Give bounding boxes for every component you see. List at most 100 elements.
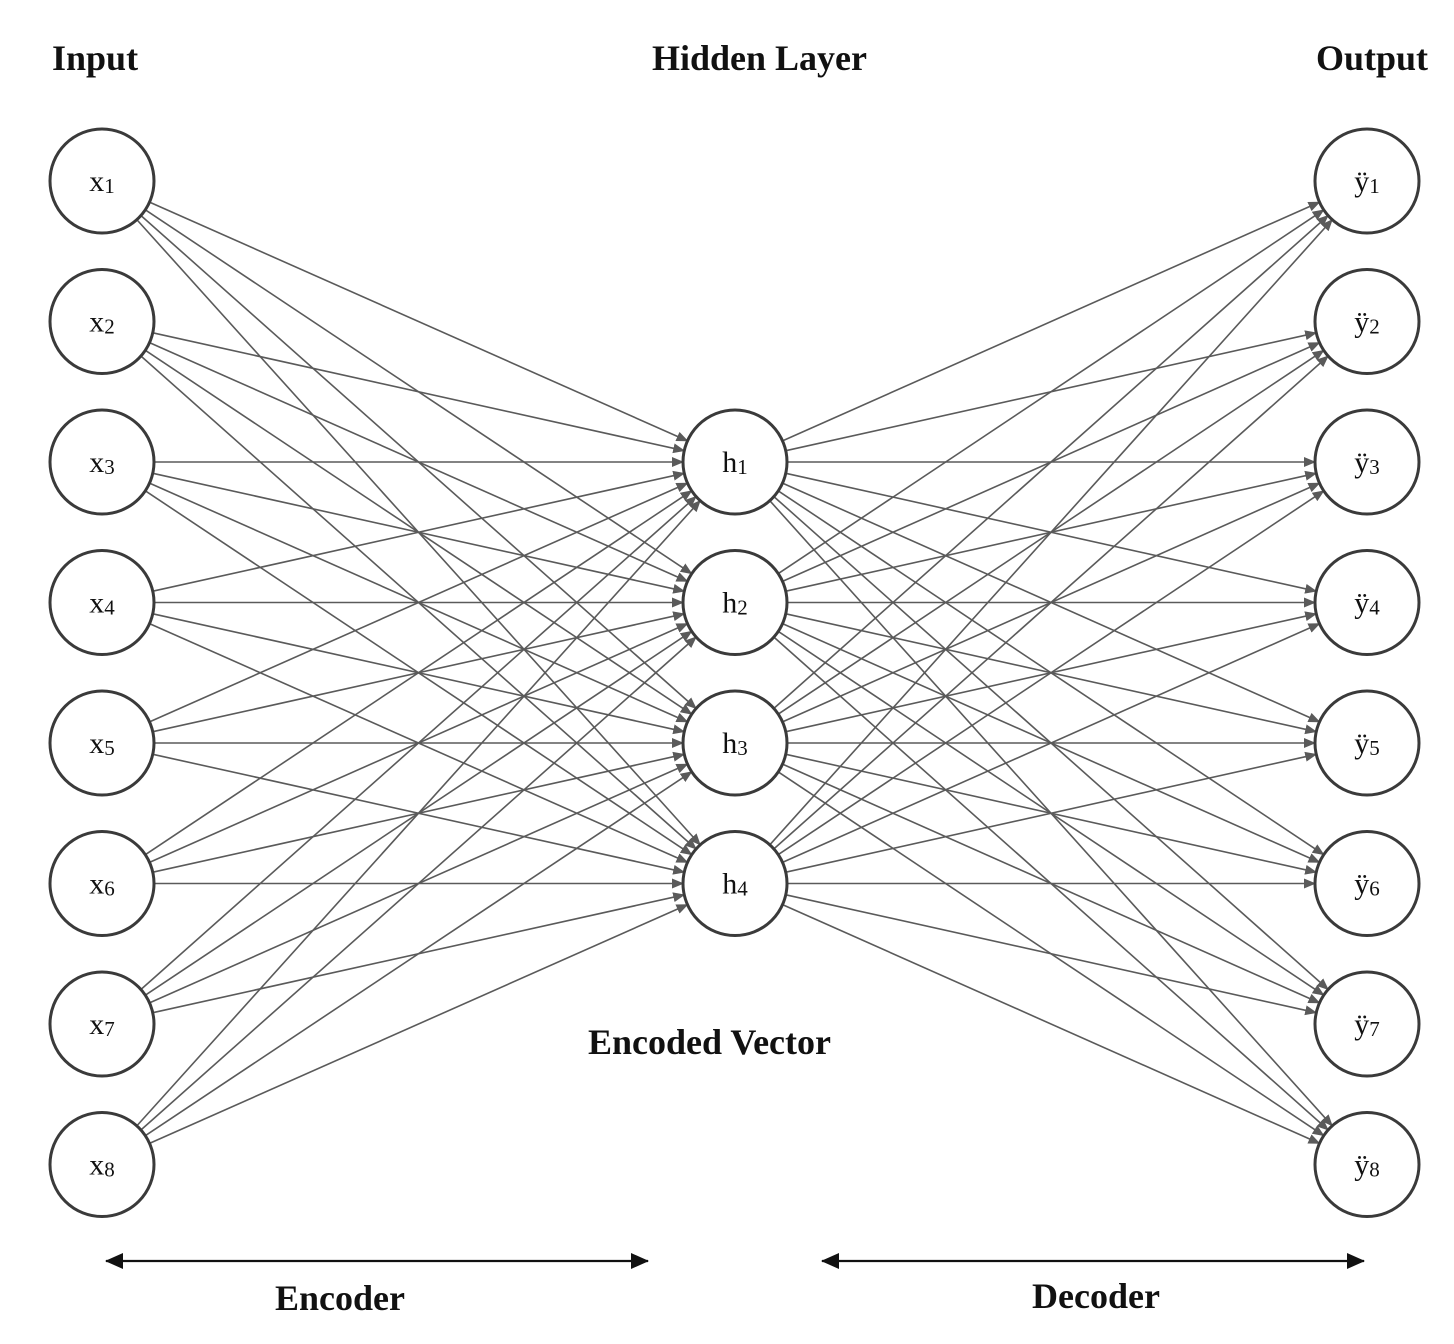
edge-x2-h1 bbox=[152, 332, 686, 454]
node-h1: h1 bbox=[681, 408, 789, 516]
node-label-base: h bbox=[722, 587, 737, 620]
node-circle bbox=[681, 549, 789, 656]
edge-x8-h1 bbox=[136, 499, 701, 1127]
node-circle bbox=[1313, 689, 1421, 797]
node-label: x6 bbox=[89, 868, 115, 901]
node-label-base: ÿ bbox=[1354, 165, 1369, 198]
node-label-subscript: 8 bbox=[1369, 1158, 1380, 1182]
encoded-vector-label: Encoded Vector bbox=[588, 1022, 831, 1062]
node-circle bbox=[681, 689, 789, 797]
node-label: x4 bbox=[89, 587, 115, 620]
edge-h4-y1 bbox=[769, 218, 1333, 846]
node-label-subscript: 3 bbox=[104, 455, 115, 479]
node-circle bbox=[1313, 408, 1421, 516]
node-label-base: ÿ bbox=[1354, 1149, 1369, 1182]
node-label-subscript: 5 bbox=[1369, 736, 1380, 760]
node-label-base: x bbox=[89, 306, 104, 339]
node-label-subscript: 5 bbox=[104, 736, 115, 760]
node-circle bbox=[48, 970, 156, 1078]
node-x3: x3 bbox=[48, 408, 156, 516]
node-label-base: ÿ bbox=[1354, 587, 1369, 620]
node-label: ÿ4 bbox=[1354, 587, 1380, 620]
node-circle bbox=[1313, 268, 1421, 375]
edge-h4-y3 bbox=[777, 490, 1325, 856]
node-label: x5 bbox=[89, 727, 115, 760]
node-label: h3 bbox=[722, 727, 748, 760]
node-label-base: x bbox=[89, 727, 104, 760]
node-label: h4 bbox=[722, 868, 748, 901]
node-label: ÿ5 bbox=[1354, 727, 1380, 760]
node-h4: h4 bbox=[681, 830, 789, 937]
edge-h1-y1 bbox=[782, 201, 1321, 442]
node-label: ÿ7 bbox=[1354, 1008, 1380, 1041]
node-label-subscript: 1 bbox=[737, 455, 748, 479]
node-label: ÿ2 bbox=[1354, 306, 1380, 339]
node-y3: ÿ3 bbox=[1313, 408, 1421, 516]
node-label-base: ÿ bbox=[1354, 446, 1369, 479]
node-y1: ÿ1 bbox=[1313, 127, 1421, 235]
node-x7: x7 bbox=[48, 970, 156, 1078]
node-label-base: ÿ bbox=[1354, 868, 1369, 901]
node-circle bbox=[681, 408, 789, 516]
node-label-subscript: 7 bbox=[1369, 1017, 1380, 1041]
node-x8: x8 bbox=[48, 1111, 156, 1218]
decoder-label: Decoder bbox=[1032, 1276, 1160, 1316]
node-label-base: h bbox=[722, 727, 737, 760]
node-circle bbox=[48, 268, 156, 375]
node-label-base: x bbox=[89, 1008, 104, 1041]
node-label-subscript: 2 bbox=[104, 315, 115, 339]
node-circle bbox=[48, 1111, 156, 1218]
node-label-subscript: 8 bbox=[104, 1158, 115, 1182]
node-label-subscript: 6 bbox=[1369, 877, 1380, 901]
edge-x8-h2 bbox=[140, 636, 697, 1131]
node-x4: x4 bbox=[48, 549, 156, 656]
node-label-subscript: 2 bbox=[1369, 315, 1380, 339]
node-label: ÿ6 bbox=[1354, 868, 1380, 901]
node-label: x8 bbox=[89, 1149, 115, 1182]
node-y2: ÿ2 bbox=[1313, 268, 1421, 375]
node-y5: ÿ5 bbox=[1313, 689, 1421, 797]
node-label-subscript: 3 bbox=[737, 736, 748, 760]
edge-x7-h1 bbox=[140, 495, 697, 991]
edge-x1-h1 bbox=[149, 201, 689, 442]
node-label-base: x bbox=[89, 165, 104, 198]
edge-h2-y1 bbox=[777, 209, 1325, 575]
node-label-base: ÿ bbox=[1354, 1008, 1369, 1041]
connection-edges bbox=[136, 201, 1333, 1145]
node-label-base: ÿ bbox=[1354, 727, 1369, 760]
node-label-subscript: 3 bbox=[1369, 455, 1380, 479]
node-label: ÿ8 bbox=[1354, 1149, 1380, 1182]
node-circle bbox=[1313, 549, 1421, 656]
node-label-base: ÿ bbox=[1354, 306, 1369, 339]
node-label: h2 bbox=[722, 587, 748, 620]
node-label: x1 bbox=[89, 165, 115, 198]
node-circle bbox=[48, 689, 156, 797]
edge-x6-h1 bbox=[144, 490, 693, 856]
node-label-base: x bbox=[89, 868, 104, 901]
edge-x8-h4 bbox=[149, 903, 689, 1145]
node-circle bbox=[1313, 1111, 1421, 1218]
edge-h4-y8 bbox=[782, 903, 1321, 1145]
node-label-subscript: 2 bbox=[737, 596, 748, 620]
node-label-base: x bbox=[89, 587, 104, 620]
node-y7: ÿ7 bbox=[1313, 970, 1421, 1078]
edge-h4-y7 bbox=[785, 894, 1318, 1016]
node-label: h1 bbox=[722, 446, 748, 479]
node-label: ÿ1 bbox=[1354, 165, 1380, 198]
node-x1: x1 bbox=[48, 127, 156, 235]
edge-h4-y2 bbox=[773, 355, 1329, 850]
encoder-label: Encoder bbox=[275, 1278, 405, 1318]
node-label-subscript: 7 bbox=[104, 1017, 115, 1041]
node-circle bbox=[1313, 127, 1421, 235]
edge-x4-h1 bbox=[152, 470, 686, 592]
node-x2: x2 bbox=[48, 268, 156, 375]
node-label-base: x bbox=[89, 1149, 104, 1182]
node-label-base: h bbox=[722, 868, 737, 901]
node-label: x3 bbox=[89, 446, 115, 479]
node-label-subscript: 1 bbox=[104, 174, 115, 198]
node-h3: h3 bbox=[681, 689, 789, 797]
node-label-base: h bbox=[722, 446, 737, 479]
node-y4: ÿ4 bbox=[1313, 549, 1421, 656]
edge-h4-y4 bbox=[782, 622, 1321, 864]
